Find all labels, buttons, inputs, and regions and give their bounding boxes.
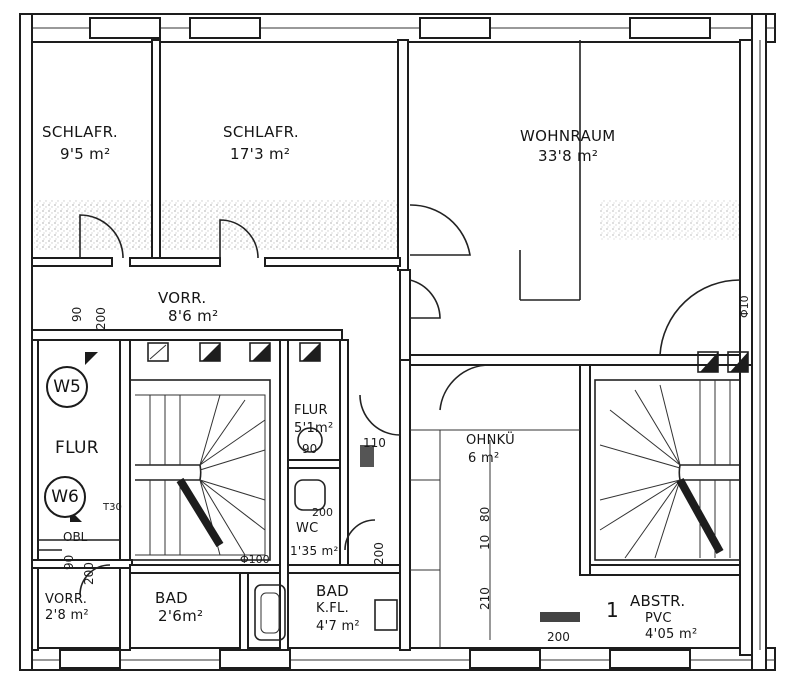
door-swings (79, 204, 741, 596)
stair-right (599, 380, 740, 559)
room-area-flur-small: 5'1m² (294, 420, 334, 437)
room-name: VORR. (158, 289, 207, 307)
room-area: 6 m² (468, 451, 500, 466)
room-area-abstr: 4'05 m² (645, 626, 698, 643)
dim-80: 80 (478, 506, 492, 522)
room-name: BAD (155, 589, 189, 607)
room-number: 1 (606, 598, 620, 622)
dim-phi10: Φ10 (738, 295, 751, 318)
room-area-wohnraum: 33'8 m² (538, 148, 598, 165)
outer-wall-bottom (19, 647, 776, 671)
room-area: 2'8 m² (45, 608, 89, 623)
dim-110: 110 (363, 436, 386, 450)
interior-walls (31, 39, 753, 656)
room-label-wc: WC (296, 520, 319, 537)
room-area: 4'7 m² (316, 619, 360, 634)
room-name: SCHLAFR. (42, 123, 118, 141)
dim-90-top: 90 (70, 306, 84, 322)
room-sub-abstr: PVC (645, 610, 672, 627)
dim-obl: OBL (63, 530, 88, 544)
room-name: WOHNRAUM (520, 127, 616, 145)
room-name: FLUR (55, 438, 99, 458)
room-label-bad-kfl: BAD (316, 583, 349, 600)
dim-t30: T30 (103, 502, 122, 513)
room-name: BAD (316, 582, 350, 600)
room-area: 17'3 m² (230, 145, 291, 163)
room-sub-bad-kfl: K.FL. (316, 600, 349, 617)
room-area-vorr: 8'6 m² (168, 308, 218, 325)
dim-10: 10 (478, 534, 492, 550)
room-label-schlafr-2: SCHLAFR. (223, 124, 299, 141)
room-area-wc: 1'35 m² (290, 543, 339, 560)
room-area-schlafr-1: 9'5 m² (60, 146, 110, 163)
room-label-wohnkue: OHNKÜ (466, 432, 515, 449)
room-area: 1'35 m² (290, 544, 339, 558)
room-name: OHNKÜ (466, 433, 515, 448)
shading-band (34, 200, 750, 250)
room-area-vorr-2: 2'8 m² (45, 607, 89, 624)
kitchen-counter (410, 429, 580, 648)
room-sub: PVC (645, 611, 672, 626)
outer-wall-top (19, 13, 776, 43)
room-sub: K.FL. (316, 601, 350, 616)
stair-left (135, 394, 266, 556)
dim-90-obl: 90 (62, 554, 76, 570)
room-number-abstr: 1 (606, 600, 619, 620)
room-label-vorr: VORR. (158, 290, 206, 307)
room-area: 2'6m² (158, 607, 204, 625)
window-marker-w5: W5 (46, 366, 88, 408)
dim-200-top: 200 (94, 307, 108, 330)
room-label-schlafr-1: SCHLAFR. (42, 124, 118, 141)
room-name: ABSTR. (630, 592, 686, 610)
room-name: WC (296, 521, 319, 536)
room-label-wohnraum: WOHNRAUM (520, 128, 616, 145)
room-label-abstr: ABSTR. (630, 593, 685, 610)
dim-200-flur: 200 (312, 506, 333, 519)
room-area: 4'05 m² (645, 627, 698, 642)
room-area-wohnkue: 6 m² (468, 450, 499, 467)
room-name: FLUR (294, 403, 328, 418)
room-label-bad: BAD (155, 590, 188, 607)
dim-210: 210 (478, 587, 492, 610)
dim-200-obl: 200 (82, 562, 96, 585)
room-name: SCHLAFR. (223, 123, 299, 141)
room-area: 33'8 m² (538, 147, 599, 165)
room-area-schlafr-2: 17'3 m² (230, 146, 290, 163)
room-label-flur-left: FLUR (55, 440, 99, 457)
dim-90-flur: 90 (302, 442, 318, 456)
room-area: 5'1m² (294, 421, 334, 436)
dim-200-wc: 200 (372, 542, 386, 565)
room-name: VORR. (45, 592, 88, 607)
window-marker-w6: W6 (44, 476, 86, 518)
room-label-vorr-2: VORR. (45, 591, 87, 608)
shafts (147, 342, 749, 373)
room-area: 9'5 m² (60, 145, 111, 163)
room-label-flur-small: FLUR (294, 402, 328, 419)
room-area: 8'6 m² (168, 307, 219, 325)
room-area-bad-kfl: 4'7 m² (316, 618, 360, 635)
dim-200-abstr: 200 (547, 630, 570, 644)
room-area-bad: 2'6m² (158, 608, 203, 625)
fixtures (254, 427, 580, 641)
outer-wall-sides (19, 13, 767, 671)
dim-phi100: Φ100 (240, 553, 270, 566)
